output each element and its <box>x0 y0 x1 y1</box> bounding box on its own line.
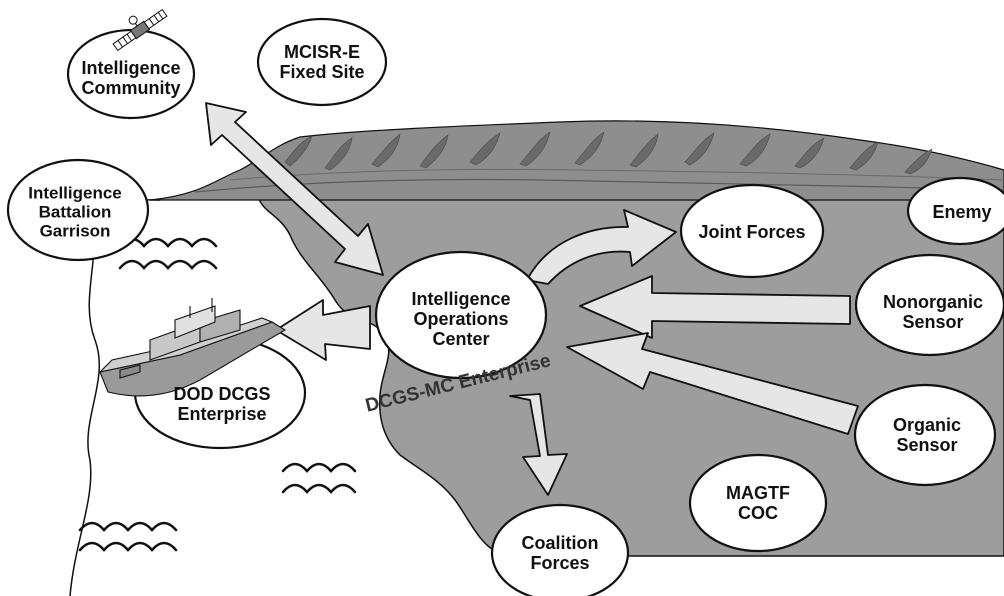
node-nonorganic-sensor-shape <box>854 253 1004 357</box>
node-nonorganic-sensor: Nonorganic Sensor <box>882 291 984 332</box>
ship-icon <box>98 298 287 397</box>
node-mcisr-fixed-site: MCISR-E Fixed Site <box>279 41 365 82</box>
node-joint-forces: Joint Forces <box>698 221 806 242</box>
node-magtf-coc: MAGTF COC <box>726 482 790 523</box>
arrow-ops-to-coalition <box>509 393 568 496</box>
node-intelligence-community: Intelligence Community <box>81 57 181 98</box>
node-intel-battalion-garrison-shape <box>6 158 150 262</box>
node-dod-dcgs-enterprise: DOD DCGS Enterprise <box>173 383 271 424</box>
node-enemy: Enemy <box>932 201 992 222</box>
node-coalition-forces: Coalition Forces <box>521 532 599 573</box>
node-intel-battalion-garrison: Intelligence Battalion Garrison <box>28 183 122 241</box>
arrow-community-ops-center <box>205 102 384 276</box>
node-joint-forces-shape <box>679 183 825 279</box>
wave-icon <box>78 237 357 552</box>
node-magtf-coc-shape <box>688 453 828 553</box>
mountain-range-icon <box>149 120 1004 201</box>
arrow-organic-to-ops <box>566 332 859 435</box>
node-intel-ops-center: Intelligence Operations Center <box>411 288 511 350</box>
node-enemy-shape <box>906 176 1004 246</box>
node-mcisr-fixed-site-shape <box>256 17 388 107</box>
node-organic-sensor-shape <box>853 383 997 487</box>
node-intel-ops-center-shape <box>374 250 548 380</box>
arrow-nonorganic-to-ops <box>579 275 851 339</box>
node-coalition-forces-shape <box>490 503 630 596</box>
arrow-ops-to-dod <box>275 299 371 361</box>
enterprise-label: DCGS-MC Enterprise <box>363 350 553 417</box>
node-organic-sensor: Organic Sensor <box>892 414 962 455</box>
arrow-ops-to-joint-forces <box>526 209 677 285</box>
satellite-icon <box>112 8 168 52</box>
